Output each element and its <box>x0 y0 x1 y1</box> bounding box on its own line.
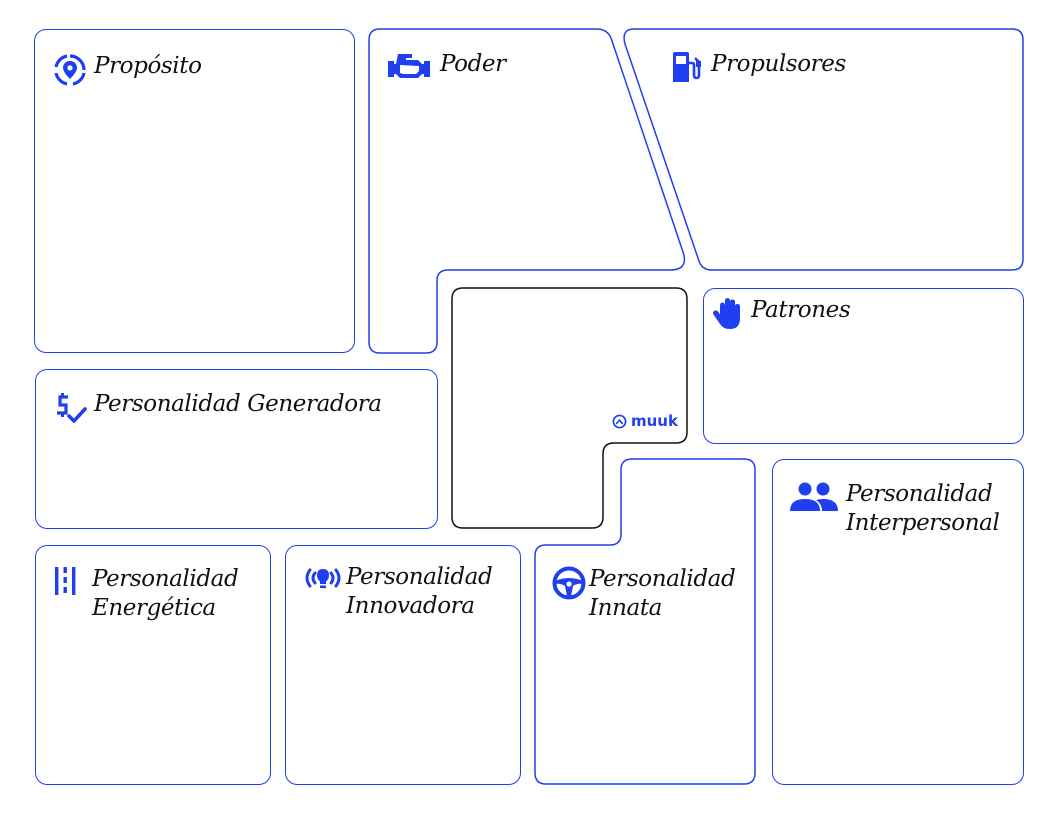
innovadora-label: Personalidad Innovadora <box>302 563 493 621</box>
steering-wheel-icon <box>551 565 587 601</box>
patrones-title: Patrones <box>751 297 851 323</box>
engine-icon <box>386 50 434 86</box>
muuk-brand: muuk <box>612 412 678 430</box>
energetica-title-line1: Personalidad <box>92 566 239 592</box>
generadora-title: Personalidad Generadora <box>94 391 382 417</box>
hand-icon <box>709 296 745 332</box>
generadora-panel[interactable] <box>35 369 438 529</box>
innata-title-line1: Personalidad <box>589 566 736 592</box>
innata-panel-outline[interactable] <box>534 458 756 785</box>
money-check-icon <box>52 390 88 426</box>
proposito-title: Propósito <box>94 53 202 79</box>
innovadora-panel[interactable] <box>285 545 521 785</box>
innata-title-line2: Innata <box>589 595 662 621</box>
muuk-brand-name: muuk <box>631 412 678 430</box>
interpersonal-title-line2: Interpersonal <box>846 510 1000 536</box>
energetica-label: Personalidad Energética <box>50 565 239 623</box>
propulsores-panel-outline[interactable] <box>623 28 1024 271</box>
lightbulb-signal-icon <box>302 563 344 599</box>
innata-label: Personalidad Innata <box>551 565 736 623</box>
poder-panel-outline[interactable] <box>368 28 686 354</box>
proposito-panel[interactable] <box>34 29 355 353</box>
propulsores-title: Propulsores <box>711 51 846 77</box>
energetica-title-line2: Energética <box>92 595 216 621</box>
patrones-panel[interactable] <box>703 288 1024 444</box>
fuel-pump-icon <box>669 50 705 86</box>
energetica-panel[interactable] <box>35 545 271 785</box>
innovadora-title-line1: Personalidad <box>346 564 493 590</box>
poder-title: Poder <box>440 51 506 77</box>
patrones-label: Patrones <box>709 296 851 332</box>
muuk-logo-icon <box>612 414 627 429</box>
proposito-label: Propósito <box>52 52 202 88</box>
innovadora-title-line2: Innovadora <box>346 593 475 619</box>
people-icon <box>788 480 840 516</box>
propulsores-label: Propulsores <box>669 50 846 86</box>
poder-label: Poder <box>386 50 506 86</box>
interpersonal-label: Personalidad Interpersonal <box>788 480 1000 538</box>
location-target-icon <box>52 52 88 88</box>
center-logo-panel-outline[interactable] <box>451 287 688 529</box>
generadora-label: Personalidad Generadora <box>52 390 382 426</box>
interpersonal-panel[interactable] <box>772 459 1024 785</box>
road-lanes-icon <box>50 565 86 601</box>
interpersonal-title-line1: Personalidad <box>846 481 993 507</box>
